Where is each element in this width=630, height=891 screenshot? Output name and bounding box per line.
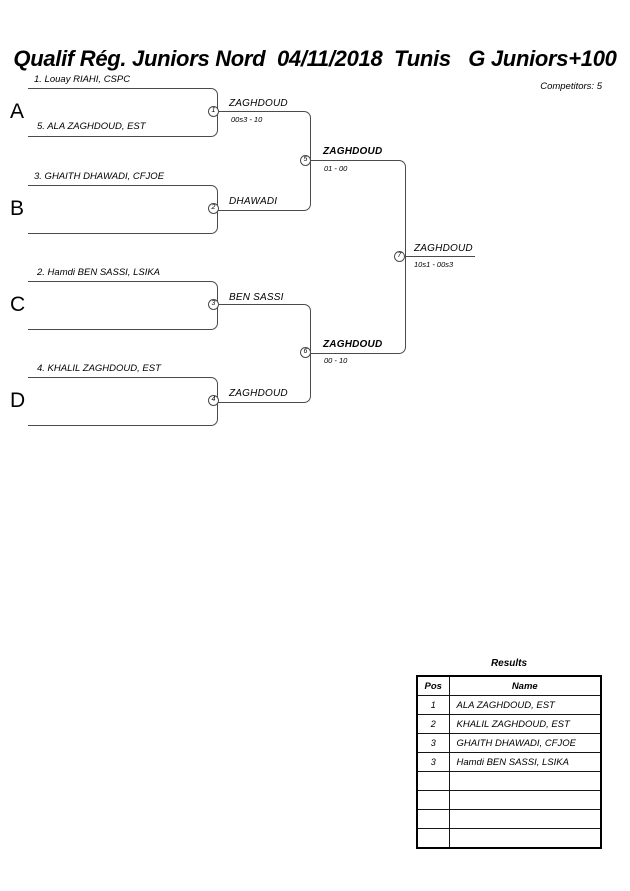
- pos-column-header: Pos: [417, 676, 450, 696]
- pos-cell: [417, 828, 450, 849]
- results-header-row: Pos Name: [417, 676, 601, 696]
- match-5-score: 01 - 00: [324, 164, 348, 173]
- match-3-winner: BEN SASSI: [229, 292, 284, 303]
- name-cell: [449, 771, 601, 791]
- name-cell: ALA ZAGHDOUD, EST: [449, 695, 601, 715]
- seed-name: 5. ALA ZAGHDOUD, EST: [37, 121, 146, 132]
- pair-c-bracket: [28, 281, 218, 330]
- pos-cell: [417, 809, 450, 829]
- table-row: 1 ALA ZAGHDOUD, EST: [417, 695, 601, 715]
- section-d-label: D: [10, 389, 26, 412]
- pos-cell: 3: [417, 752, 450, 772]
- seed-name: 2. Hamdi BEN SASSI, LSIKA: [37, 267, 161, 278]
- table-row: [417, 828, 601, 849]
- seed-name: 4. KHALIL ZAGHDOUD, EST: [37, 363, 161, 374]
- name-cell: KHALIL ZAGHDOUD, EST: [449, 714, 601, 734]
- match-6-badge: 6: [300, 347, 311, 358]
- name-cell: [449, 790, 601, 810]
- pos-cell: 2: [417, 714, 450, 734]
- pair-d-bracket: [28, 377, 218, 426]
- results-table: Pos Name 1 ALA ZAGHDOUD, EST 2 KHALIL ZA…: [416, 675, 602, 849]
- table-row: 3 GHAITH DHAWADI, CFJOE: [417, 733, 601, 753]
- match-1-score: 00s3 - 10: [231, 115, 263, 124]
- match-5-badge: 5: [300, 155, 311, 166]
- final-connector: [310, 160, 406, 354]
- page-title: Qualif Rég. Juniors Nord 04/11/2018 Tuni…: [13, 46, 617, 71]
- match-3-badge: 3: [208, 299, 219, 310]
- champion-line: [405, 256, 475, 257]
- name-cell: Hamdi BEN SASSI, LSIKA: [449, 752, 601, 772]
- match-2-winner: DHAWADI: [229, 196, 278, 207]
- seed-name: 1. Louay RIAHI, CSPC: [34, 74, 131, 85]
- section-c-label: C: [10, 293, 26, 316]
- match-7-badge: 7: [394, 251, 405, 262]
- results-panel: Results Pos Name 1 ALA ZAGHDOUD, EST 2 K…: [416, 658, 602, 849]
- pos-cell: [417, 790, 450, 810]
- pos-cell: 1: [417, 695, 450, 715]
- match-1-badge: 1: [208, 106, 219, 117]
- table-row: 3 Hamdi BEN SASSI, LSIKA: [417, 752, 601, 772]
- table-row: [417, 771, 601, 791]
- pos-cell: [417, 771, 450, 791]
- table-row: [417, 809, 601, 829]
- seed-name: 3. GHAITH DHAWADI, CFJOE: [34, 171, 165, 182]
- match-4-winner: ZAGHDOUD: [229, 388, 288, 399]
- results-title: Results: [490, 658, 528, 669]
- competitors-count: Competitors: 5: [540, 81, 602, 92]
- match-6-score: 00 - 10: [324, 356, 348, 365]
- table-row: [417, 790, 601, 810]
- name-cell: [449, 828, 601, 849]
- match-2-badge: 2: [208, 203, 219, 214]
- match-1-winner: ZAGHDOUD: [229, 98, 288, 109]
- match-6-winner: ZAGHDOUD: [323, 339, 383, 350]
- section-b-label: B: [10, 197, 25, 220]
- match-5-winner: ZAGHDOUD: [323, 146, 383, 157]
- name-column-header: Name: [449, 676, 601, 696]
- match-7-winner: ZAGHDOUD: [414, 243, 473, 254]
- match-7-score: 10s1 - 00s3: [414, 260, 454, 269]
- name-cell: GHAITH DHAWADI, CFJOE: [449, 733, 601, 753]
- pos-cell: 3: [417, 733, 450, 753]
- pair-b-bracket: [28, 185, 218, 234]
- name-cell: [449, 809, 601, 829]
- match-4-badge: 4: [208, 395, 219, 406]
- table-row: 2 KHALIL ZAGHDOUD, EST: [417, 714, 601, 734]
- section-a-label: A: [10, 100, 25, 123]
